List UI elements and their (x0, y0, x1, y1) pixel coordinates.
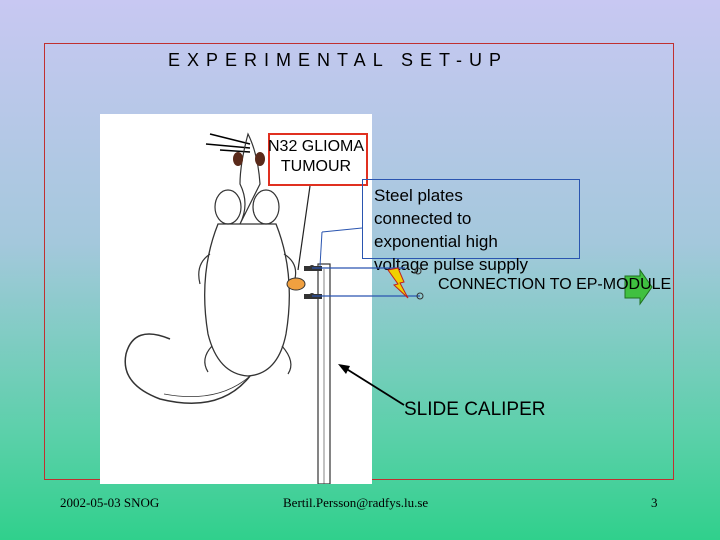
plates-leader-line (321, 227, 363, 233)
glioma-leader-line (297, 185, 311, 271)
steel-plates-line-3: exponential high (374, 232, 498, 251)
steel-plates-label: Steel plates connected to exponential hi… (374, 184, 528, 276)
connection-label: CONNECTION TO EP-MODULE (438, 276, 672, 293)
steel-plates-box (362, 179, 580, 259)
caliper-leader-line (344, 367, 405, 406)
steel-plates-line-2: connected to (374, 209, 472, 228)
footer-email: Bertil.Persson@radfys.lu.se (283, 495, 429, 510)
footer-page-number: 3 (651, 495, 658, 510)
glioma-highlight-box (268, 133, 368, 186)
slide-title: EXPERIMENTAL SET-UP (168, 50, 509, 70)
glioma-label: N32 GLIOMA TUMOUR (267, 138, 365, 175)
steel-plates-line-4: voltage pulse supply (374, 255, 529, 274)
footer-date: 2002-05-03 SNOG (60, 495, 160, 510)
steel-plates-line-1: Steel plates (374, 186, 463, 205)
caliper-label: SLIDE CALIPER (404, 399, 546, 420)
green-arrow-icon (624, 268, 653, 306)
lightning-icon (387, 267, 409, 299)
